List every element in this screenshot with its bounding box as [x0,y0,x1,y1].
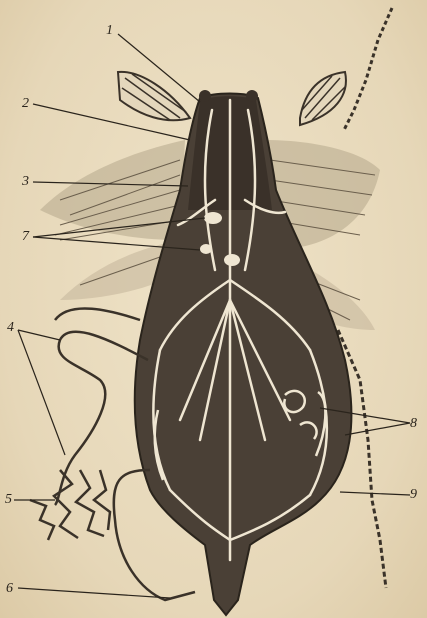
leader-4 [18,330,60,340]
label-5: 5 [5,493,12,507]
leader-9 [340,492,410,495]
label-3: 3 [22,175,29,189]
leader-8b [345,423,410,435]
label-8: 8 [410,417,417,431]
label-6: 6 [6,582,13,596]
label-4: 4 [7,321,14,335]
label-9: 9 [410,488,417,502]
label-2: 2 [22,97,29,111]
label-7: 7 [22,230,29,244]
label-1: 1 [106,24,113,38]
antenna [344,8,392,130]
